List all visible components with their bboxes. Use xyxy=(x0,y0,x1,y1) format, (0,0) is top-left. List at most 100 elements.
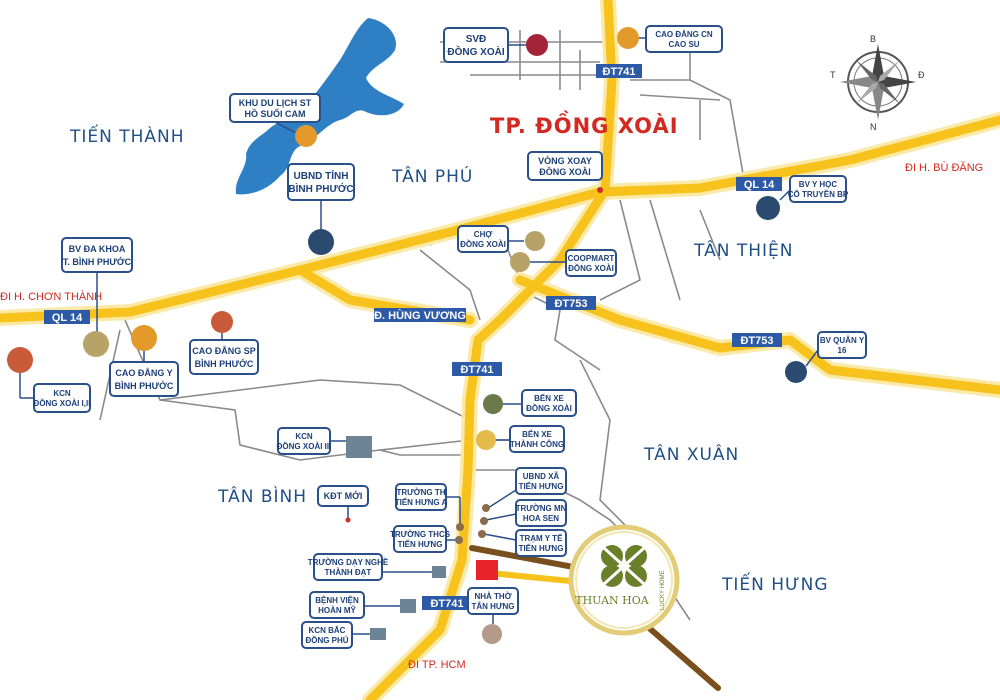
hospital-photo-icon xyxy=(400,599,416,613)
school-marker xyxy=(455,536,463,544)
road-tag-dt741-bottom: ĐT741 xyxy=(422,596,472,610)
svg-text:BÌNH PHƯỚC: BÌNH PHƯỚC xyxy=(115,380,174,391)
svg-text:ĐT741: ĐT741 xyxy=(460,364,493,376)
compass-w: T xyxy=(830,70,836,80)
road-tag-dt741-top: ĐT741 xyxy=(596,64,642,78)
poi-tram-y-te[interactable]: TRẠM Y TẾ TIẾN HƯNG xyxy=(478,529,567,557)
svg-text:ĐỒNG PHÚ: ĐỒNG PHÚ xyxy=(305,635,348,645)
svg-text:BẾN XE: BẾN XE xyxy=(522,429,552,439)
svg-text:TRƯỜNG THCS: TRƯỜNG THCS xyxy=(390,530,451,539)
government-icon xyxy=(308,229,334,255)
poi-vong-xoay[interactable]: VÒNG XOAY ĐỒNG XOÀI xyxy=(527,151,603,193)
svg-text:NHÀ THỜ: NHÀ THỜ xyxy=(474,592,511,601)
svg-text:ĐT753: ĐT753 xyxy=(740,335,773,347)
svg-text:ĐỒNG XOÀI I,II: ĐỒNG XOÀI I,II xyxy=(34,398,91,408)
poi-th-tien-hung[interactable]: TRƯỜNG TH TIẾN HƯNG A xyxy=(395,483,464,531)
road-tag-dt753-b: ĐT753 xyxy=(732,333,782,347)
svg-text:CAO ĐẲNG Y: CAO ĐẲNG Y xyxy=(115,367,172,378)
svg-text:CAO ĐẲNG SP: CAO ĐẲNG SP xyxy=(192,345,256,356)
lake-inlet xyxy=(247,140,267,184)
area-tien-thanh: TIẾN THÀNH xyxy=(69,123,185,147)
svg-text:ĐỒNG XOÀI: ĐỒNG XOÀI xyxy=(526,403,572,413)
svg-text:BỆNH VIỆN: BỆNH VIỆN xyxy=(315,596,359,605)
stadium-icon xyxy=(526,34,548,56)
road-tag-ql14-right: QL 14 xyxy=(736,177,782,191)
poi-cd-y[interactable]: CAO ĐẲNG Y BÌNH PHƯỚC xyxy=(109,325,179,397)
svg-text:TÂN HƯNG: TÂN HƯNG xyxy=(471,602,514,611)
svg-text:SVĐ: SVĐ xyxy=(466,34,487,45)
cart-icon xyxy=(510,252,530,272)
poi-cd-sp[interactable]: CAO ĐẲNG SP BÌNH PHƯỚC xyxy=(189,311,259,375)
poi-ho-suoi-cam[interactable]: KHU DU LỊCH ST HỒ SUỐI CAM xyxy=(229,93,321,147)
svg-text:ĐT741: ĐT741 xyxy=(430,598,463,610)
hospital-icon xyxy=(785,361,807,383)
direction-tp-hcm: ĐI TP. HCM xyxy=(408,659,466,671)
poi-nha-tho[interactable]: NHÀ THỜ TÂN HƯNG xyxy=(467,587,519,644)
svg-text:HOÀN MỸ: HOÀN MỸ xyxy=(318,606,356,615)
svg-text:UBND TỈNH: UBND TỈNH xyxy=(294,169,349,182)
poi-svd[interactable]: SVĐ ĐỒNG XOÀI xyxy=(443,27,548,63)
poi-kcn-12[interactable]: KCN ĐỒNG XOÀI I,II xyxy=(7,347,91,413)
poi-coopmart[interactable]: COOPMART ĐỒNG XOÀI xyxy=(510,249,617,277)
poi-bv-hoan-my[interactable]: BỆNH VIỆN HOÀN MỸ xyxy=(309,591,416,619)
poi-cho[interactable]: CHỢ ĐỒNG XOÀI xyxy=(457,225,545,253)
bus-icon xyxy=(483,394,503,414)
area-tan-phu: TÂN PHÚ xyxy=(391,165,473,187)
road-tag-hung-vuong: Đ. HÙNG VƯƠNG xyxy=(374,308,466,322)
svg-text:UBND XÃ: UBND XÃ xyxy=(523,472,560,481)
svg-text:TRẠM Y TẾ: TRẠM Y TẾ xyxy=(520,533,563,543)
svg-text:CAO SU: CAO SU xyxy=(668,40,699,49)
svg-text:BẾN XE: BẾN XE xyxy=(534,393,564,403)
svg-text:BÌNH PHƯỚC: BÌNH PHƯỚC xyxy=(288,182,353,195)
direction-chon-thanh: ĐI H. CHƠN THÀNH xyxy=(0,290,102,303)
svg-text:HỒ SUỐI CAM: HỒ SUỐI CAM xyxy=(244,108,305,119)
poi-ben-xe-tc[interactable]: BẾN XE THÀNH CÔNG xyxy=(476,425,565,453)
poi-ben-xe-dx[interactable]: BẾN XE ĐỒNG XOÀI xyxy=(483,389,577,417)
poi-kcn-bac[interactable]: KCN BẮC ĐỒNG PHÚ xyxy=(301,621,386,649)
poi-bv-y-hoc[interactable]: BV Y HỌC CỔ TRUYỀN BP xyxy=(756,175,849,220)
svg-text:KĐT MỚI: KĐT MỚI xyxy=(324,490,363,501)
project-site xyxy=(476,560,498,580)
clover-icon xyxy=(601,545,647,587)
poi-ubnd-tinh[interactable]: UBND TỈNH BÌNH PHƯỚC xyxy=(287,163,355,255)
poi-thcs[interactable]: TRƯỜNG THCS TIẾN HƯNG xyxy=(390,525,463,553)
school-marker xyxy=(480,517,488,525)
svg-text:HOA SEN: HOA SEN xyxy=(523,514,559,523)
svg-text:BV QUÂN Y: BV QUÂN Y xyxy=(820,336,865,345)
church-icon xyxy=(482,624,502,644)
svg-text:ĐỒNG XOÀI III: ĐỒNG XOÀI III xyxy=(277,441,332,451)
compass-n: B xyxy=(870,34,876,44)
project-logo[interactable]: THUAN HOA LUCKY HOME xyxy=(568,524,680,636)
svg-text:TIẾN HƯNG: TIẾN HƯNG xyxy=(398,539,443,549)
svg-text:TIẾN HƯNG: TIẾN HƯNG xyxy=(519,543,564,553)
compass-e: Đ xyxy=(918,70,925,80)
svg-text:CỔ TRUYỀN BP: CỔ TRUYỀN BP xyxy=(788,189,849,199)
svg-text:BV Y HỌC: BV Y HỌC xyxy=(799,180,838,189)
poi-cd-cao-su[interactable]: CAO ĐẲNG CN CAO SU xyxy=(617,25,723,53)
direction-bu-dang: ĐI H. BÙ ĐĂNG xyxy=(905,161,983,174)
poi-bv-quan-y[interactable]: BV QUÂN Y 16 xyxy=(785,331,867,383)
poi-day-nghe[interactable]: TRƯỜNG DẠY NGHỀ THÀNH ĐẠT xyxy=(308,553,446,581)
market-icon xyxy=(525,231,545,251)
svg-text:TIẾN HƯNG: TIẾN HƯNG xyxy=(519,481,564,491)
roundabout-marker xyxy=(597,187,603,193)
svg-text:TRƯỜNG DẠY NGHỀ: TRƯỜNG DẠY NGHỀ xyxy=(308,557,389,567)
poi-kcn-3[interactable]: KCN ĐỒNG XOÀI III xyxy=(277,427,372,458)
bus-icon xyxy=(476,430,496,450)
svg-text:TIẾN HƯNG A: TIẾN HƯNG A xyxy=(395,497,448,507)
poi-bv-da-khoa[interactable]: BV ĐA KHOA T. BÌNH PHƯỚC xyxy=(61,237,133,357)
poi-kdt-moi[interactable]: KĐT MỚI xyxy=(317,485,369,523)
area-tan-xuan: TÂN XUÂN xyxy=(643,443,739,465)
svg-text:CHỢ: CHỢ xyxy=(474,230,493,239)
area-tien-hung: TIẾN HƯNG xyxy=(721,571,829,595)
svg-text:ĐT753: ĐT753 xyxy=(554,298,587,310)
poi-ubnd-xa[interactable]: UBND XÃ TIẾN HƯNG xyxy=(482,467,567,512)
poi-mn-hoa-sen[interactable]: TRƯỜNG MN HOA SEN xyxy=(480,499,567,527)
svg-text:Đ. HÙNG VƯƠNG: Đ. HÙNG VƯƠNG xyxy=(374,309,466,322)
road-tag-dt753-a: ĐT753 xyxy=(546,296,596,310)
svg-text:ĐỒNG XOÀI: ĐỒNG XOÀI xyxy=(539,166,591,177)
svg-text:VÒNG XOAY: VÒNG XOAY xyxy=(538,155,592,166)
hospital-icon xyxy=(83,331,109,357)
svg-text:KHU DU LỊCH ST: KHU DU LỊCH ST xyxy=(239,98,312,108)
